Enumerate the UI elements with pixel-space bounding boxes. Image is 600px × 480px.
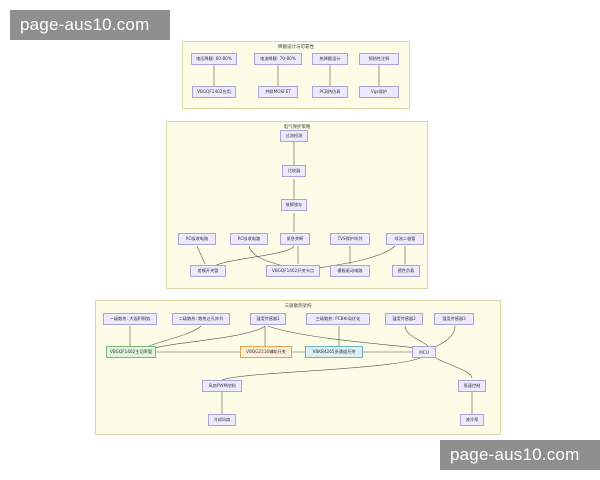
node-fan-pwm: 风扇PWM控制 xyxy=(202,380,242,392)
node-tvs-array: TVS保护阵列 xyxy=(330,233,370,245)
node-mcu: MCU xyxy=(412,346,436,358)
node-level3-cooling: 三级散热: PCB布局优化 xyxy=(306,313,370,325)
group-title-thermal: 三级散热架构 xyxy=(284,304,312,309)
node-overcurrent-detect: 过流检测 xyxy=(280,130,308,142)
node-rc-snubber-1: RC吸收电路 xyxy=(178,233,216,245)
node-diff-switch: 差模开关管 xyxy=(190,265,226,277)
node-vbkb-multichannel: VBKB4265多通道开关 xyxy=(305,346,363,358)
node-vbqg-aux-switch: VBQG2216辅助开关 xyxy=(240,346,292,358)
node-temp-sensor-1: 温度传感器1 xyxy=(250,313,286,325)
watermark-top: page-aus10.com xyxy=(10,10,170,40)
node-level2-cooling: 二级散热: 散热过孔阵列 xyxy=(172,313,230,325)
node-comparator: 比较器 xyxy=(282,165,306,177)
node-vbgqf-main-power: VBGQF1402主功率管 xyxy=(106,346,156,358)
node-fault-latch: 故障锁存 xyxy=(281,199,307,211)
node-temp-sensor-2: 温度传感器2 xyxy=(385,313,423,325)
node-emergency-shutdown: 紧急关断 xyxy=(280,233,310,245)
node-current-derating: 电流降额: 70-80% xyxy=(254,53,302,65)
node-gate-driver: 栅极驱动电路 xyxy=(330,265,370,277)
node-freewheel-diode: 续流二极管 xyxy=(386,233,424,245)
node-pcb-thermal-sim: PCB热仿真 xyxy=(312,86,348,98)
node-cooling-fan: 冷却风扇 xyxy=(208,414,236,426)
node-liquid-pump: 液冷泵 xyxy=(460,414,484,426)
node-vbgqf-app: VBGQF1402应用 xyxy=(192,86,236,98)
node-voltage-derating: 电压降额: 60-80% xyxy=(191,53,237,65)
node-temp-sensor-3: 温度传感器3 xyxy=(434,313,474,325)
node-vgs-protection: Vgs保护 xyxy=(359,86,399,98)
node-level1-cooling: 一级散热: 大面积铜箔 xyxy=(103,313,157,325)
watermark-bottom: page-aus10.com xyxy=(440,440,600,470)
node-inductive-load: 感性负载 xyxy=(392,265,420,277)
node-preventive: 预防性注释 xyxy=(359,53,399,65)
group-title-derating: 降额设计与可靠性 xyxy=(278,45,314,50)
node-pump-speed: 泵速控制 xyxy=(458,380,486,392)
node-rc-snubber-2: RC吸收电路 xyxy=(230,233,268,245)
node-parallel-mosfet: 并联MOSFET xyxy=(258,86,298,98)
node-thermal-derating: 热降额设计 xyxy=(312,53,348,65)
group-title-protection: 电气保护策略 xyxy=(283,125,311,130)
group-derating: 降额设计与可靠性 xyxy=(182,41,410,109)
node-vbgqf-switch-node: VBGQF1402开关节点 xyxy=(266,265,320,277)
